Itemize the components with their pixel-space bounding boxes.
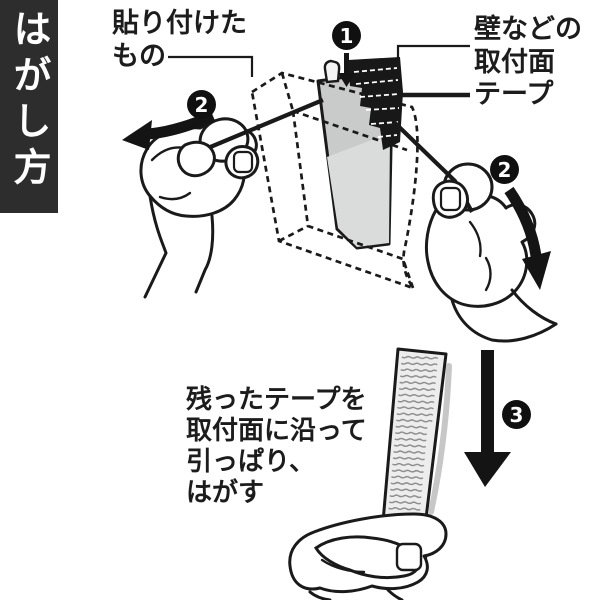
- step1-arrow-down-icon: [338, 53, 355, 87]
- tape-texture-line: [393, 450, 426, 455]
- tape-texture-line: [391, 475, 424, 480]
- step2-left-curved-arrow-icon: [122, 110, 216, 150]
- tape-texture-line: [399, 374, 437, 379]
- tape-texture-line: [394, 431, 428, 436]
- left-pull-cord: [195, 98, 324, 155]
- bottom-hand: [288, 512, 448, 600]
- tape-texture-line: [389, 488, 423, 492]
- tape-texture-line: [390, 481, 423, 486]
- surface-leader-line: [396, 44, 470, 66]
- attached-leader-line: [168, 55, 254, 77]
- tape-texture-line: [395, 418, 433, 423]
- tape-texture-line: [398, 387, 436, 392]
- object-outer-outline: [250, 71, 419, 291]
- step-badge-2-right: 2: [490, 155, 519, 184]
- pull-tab: [323, 59, 341, 84]
- tape-texture-line: [393, 444, 427, 448]
- step-badge-3: 3: [502, 400, 531, 429]
- removed-strip-shadow: [428, 363, 452, 515]
- tape-texture-line: [391, 469, 424, 473]
- right-forearm: [450, 288, 558, 343]
- tape-texture-line: [389, 494, 422, 499]
- removed-strip-body: [381, 349, 446, 551]
- tape-texture-line: [401, 355, 439, 360]
- tape-texture-line: [397, 399, 435, 404]
- left-index-knuckle: [176, 140, 216, 178]
- tape-texture-line: [399, 381, 437, 385]
- tape-texture-line: [388, 500, 422, 505]
- right-hand-creases: [468, 220, 492, 292]
- right-thumb-nail: [439, 186, 462, 212]
- instruction-text: 残ったテープを 取付面に沿って 引っぱり、 はがす: [186, 385, 367, 508]
- bottom-hand-crease: [320, 558, 366, 574]
- label-mounting-surface: 壁などの 取付面: [474, 14, 582, 78]
- tape-texture-line: [400, 368, 438, 373]
- tape-strip-sheen: [327, 133, 390, 247]
- wall-adhesive-patch: [348, 57, 403, 150]
- tape-texture-line: [397, 406, 434, 410]
- left-hand: [139, 98, 324, 299]
- step-badge-1: 1: [332, 21, 361, 50]
- page-title: はがし方: [7, 9, 51, 193]
- tape-texture-line: [400, 362, 438, 366]
- object-corner-edges: [278, 72, 415, 289]
- tape-texture-line: [395, 425, 428, 429]
- tape-texture-line: [394, 437, 427, 442]
- tape-texture-line: [398, 393, 435, 398]
- tape-texture-line: [388, 507, 421, 511]
- step3-arrow-down-icon: [464, 350, 511, 487]
- step2-right-curved-arrow-icon: [504, 186, 551, 290]
- label-attached-object: 貼り付けた もの: [112, 8, 247, 72]
- adhesive-hatching: [353, 67, 400, 138]
- right-thumb: [431, 179, 470, 219]
- tape-texture-line: [396, 412, 434, 417]
- title-banner: はがし方: [0, 0, 58, 213]
- bottom-thumb-nail: [395, 542, 423, 572]
- tape-texture-line: [392, 456, 425, 461]
- step-badge-2-left: 2: [187, 90, 216, 119]
- tape-texture-line: [392, 462, 425, 467]
- left-thumb-nail: [232, 150, 254, 174]
- right-hand: [392, 120, 558, 343]
- label-tape: テープ: [474, 79, 554, 110]
- left-forearm: [143, 194, 215, 299]
